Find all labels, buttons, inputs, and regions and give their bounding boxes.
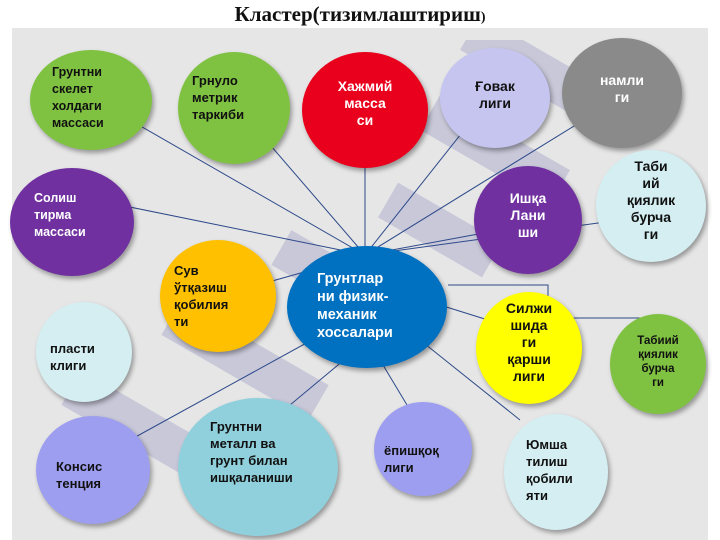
node-skeleton-mass: Грунтни скелет холдаги массаси [30, 50, 152, 150]
page-title: Кластер(тизимлаштириш) [234, 2, 486, 26]
node-friction: Ишқа Лани ши [474, 166, 582, 274]
node-volume-mass: Хажмий масса си [302, 52, 428, 168]
node-water-permeability: Сув ўтқазиш қобилия ти [160, 240, 276, 352]
node-moisture: намли ги [562, 38, 682, 148]
node-granulometric: Грнуло метрик таркиби [178, 52, 290, 164]
node-natural-slope-top: Таби ий қиялик бурча ги [596, 150, 706, 262]
node-shear-resistance: Силжи шида ги қарши лиги [476, 292, 582, 404]
node-consistency: Консис тенция [36, 416, 150, 524]
node-center-properties: Грунтлар ни физик- механик хоссалари [287, 246, 447, 368]
node-metal-friction: Грунтни металл ва грунт билан ишқаланиши [178, 398, 338, 536]
node-loosening: Юмша тилиш қобили яти [504, 414, 608, 530]
node-specific-mass: Солиш тирма массаси [10, 168, 134, 276]
node-plasticity: пласти клиги [36, 302, 132, 402]
node-porosity: Ғовак лиги [440, 48, 550, 148]
node-natural-slope-right: Табиий қиялик бурча ги [610, 314, 706, 414]
node-stickiness: ёпишқоқ лиги [374, 402, 472, 496]
